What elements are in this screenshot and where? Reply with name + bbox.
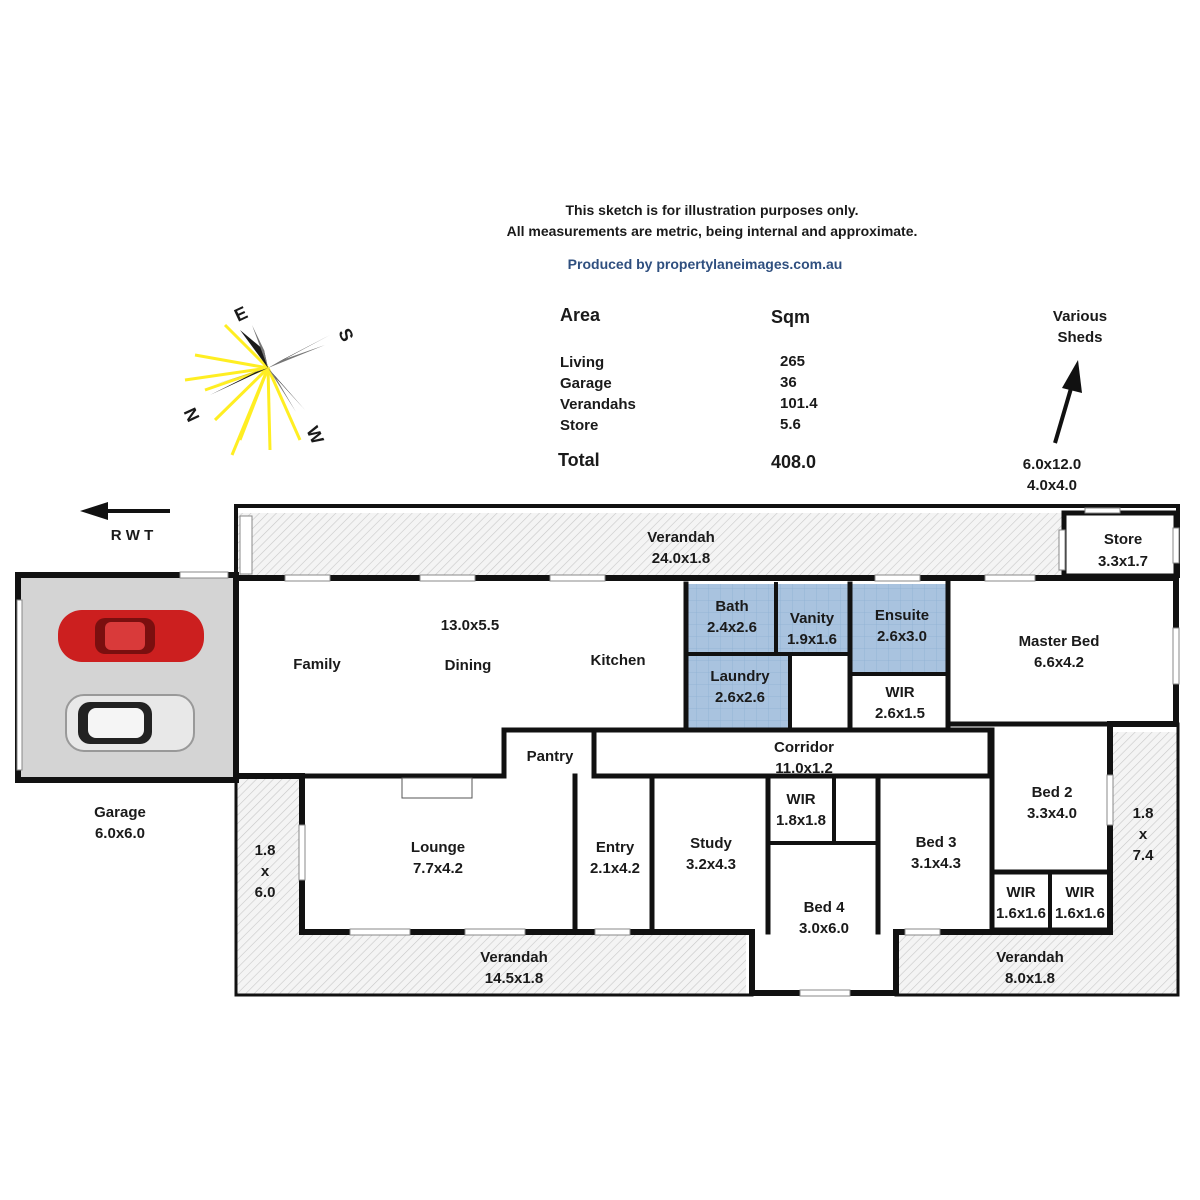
pantry-name: Pantry [527, 748, 574, 765]
laundry-floor [688, 656, 788, 730]
verandah-left-l2: x [261, 863, 270, 880]
rwt-arrow-icon [80, 502, 170, 520]
area-row-value: 101.4 [780, 395, 818, 412]
master-bed-name: Master Bed [1019, 633, 1100, 650]
area-header: Area [560, 305, 601, 325]
store-size: 3.3x1.7 [1098, 553, 1148, 570]
bath-floor [688, 584, 776, 654]
entry-size: 2.1x4.2 [590, 860, 640, 877]
windows [16, 507, 1180, 997]
white-car-icon [65, 694, 195, 752]
compass-w-label: W [302, 423, 327, 447]
area-row-label: Verandahs [560, 396, 636, 413]
verandah-right-l3: 7.4 [1133, 847, 1155, 864]
bed2-name: Bed 2 [1032, 784, 1073, 801]
study-size: 3.2x4.3 [686, 856, 736, 873]
store-name: Store [1104, 531, 1142, 548]
area-row-value: 5.6 [780, 416, 801, 433]
verandah-left-l1: 1.8 [255, 842, 276, 859]
ensuite-size: 2.6x3.0 [877, 628, 927, 645]
rwt-label: R W T [110, 527, 154, 544]
red-car-icon [58, 610, 204, 662]
wir-master-size: 2.6x1.5 [875, 705, 925, 722]
garage-size: 6.0x6.0 [95, 825, 145, 842]
lounge-name: Lounge [411, 839, 465, 856]
sqm-header: Sqm [771, 307, 811, 327]
sheds-line-1: Various [1052, 308, 1108, 325]
kitchen-name: Kitchen [590, 652, 645, 669]
area-total-value: 408.0 [771, 452, 817, 472]
shed-size-2: 4.0x4.0 [1026, 477, 1078, 494]
wir-master-name: WIR [885, 684, 914, 701]
wir-b-name: WIR [1065, 884, 1094, 901]
producer-credit: Produced by propertylaneimages.com.au [567, 256, 843, 272]
garage-name: Garage [94, 804, 146, 821]
sheds-line-2: Sheds [1057, 329, 1103, 346]
verandah-bottom-left-name: Verandah [480, 949, 548, 966]
sheds-arrow-icon [1053, 360, 1082, 444]
wir-a-name: WIR [1006, 884, 1035, 901]
wir-mid-name: WIR [786, 791, 815, 808]
verandah-right-l2: x [1139, 826, 1148, 843]
wir-b-size: 1.6x1.6 [1055, 905, 1105, 922]
shed-size-1: 6.0x12.0 [1022, 456, 1082, 473]
dining-name: Dining [445, 657, 492, 674]
area-row-label: Living [560, 354, 605, 371]
verandah-bottom-left [236, 778, 746, 994]
corridor-size: 11.0x1.2 [775, 760, 833, 777]
master-bed-size: 6.6x4.2 [1034, 654, 1084, 671]
compass-e-label: E [231, 302, 250, 325]
vanity-name: Vanity [790, 610, 835, 627]
entry-name: Entry [596, 839, 635, 856]
verandah-bottom-right-size: 8.0x1.8 [1005, 970, 1055, 987]
disclaimer-line-1: This sketch is for illustration purposes… [565, 202, 859, 218]
vanity-size: 1.9x1.6 [787, 631, 837, 648]
bath-name: Bath [715, 598, 748, 615]
bed4-name: Bed 4 [804, 899, 846, 916]
verandah-bottom-right-name: Verandah [996, 949, 1064, 966]
verandah-top [236, 513, 1062, 576]
verandah-bottom-right [898, 732, 1178, 994]
family-name: Family [293, 656, 341, 673]
bed4-size: 3.0x6.0 [799, 920, 849, 937]
verandah-left-l3: 6.0 [255, 884, 276, 901]
laundry-size: 2.6x2.6 [715, 689, 765, 706]
verandah-right-l1: 1.8 [1133, 805, 1154, 822]
living-size: 13.0x5.5 [441, 617, 499, 634]
wir-a-size: 1.6x1.6 [996, 905, 1046, 922]
area-row-label: Garage [560, 375, 612, 392]
bed3-name: Bed 3 [916, 834, 957, 851]
laundry-name: Laundry [710, 668, 770, 685]
disclaimer-line-2: All measurements are metric, being inter… [506, 223, 918, 239]
compass-n-label: N [180, 405, 204, 425]
bed2-size: 3.3x4.0 [1027, 805, 1077, 822]
bath-size: 2.4x2.6 [707, 619, 757, 636]
verandah-bottom-left-size: 14.5x1.8 [485, 970, 543, 987]
room-labels: Verandah 24.0x1.8 Store 3.3x1.7 Garage 6… [94, 529, 1154, 987]
area-row-value: 36 [780, 374, 797, 391]
compass-s-label: S [334, 325, 357, 344]
verandah-top-size: 24.0x1.8 [652, 550, 710, 567]
lounge-size: 7.7x4.2 [413, 860, 463, 877]
vanity-floor [778, 584, 850, 654]
area-row-label: Store [560, 417, 599, 434]
bed3-size: 3.1x4.3 [911, 855, 961, 872]
area-row-value: 265 [780, 353, 806, 370]
ensuite-name: Ensuite [875, 607, 929, 624]
study-name: Study [690, 835, 732, 852]
compass-rose: E S N W [180, 302, 358, 456]
corridor-name: Corridor [774, 739, 834, 756]
area-total-label: Total [558, 450, 600, 470]
verandah-top-name: Verandah [647, 529, 715, 546]
ensuite-floor [852, 584, 948, 672]
wir-mid-size: 1.8x1.8 [776, 812, 826, 829]
